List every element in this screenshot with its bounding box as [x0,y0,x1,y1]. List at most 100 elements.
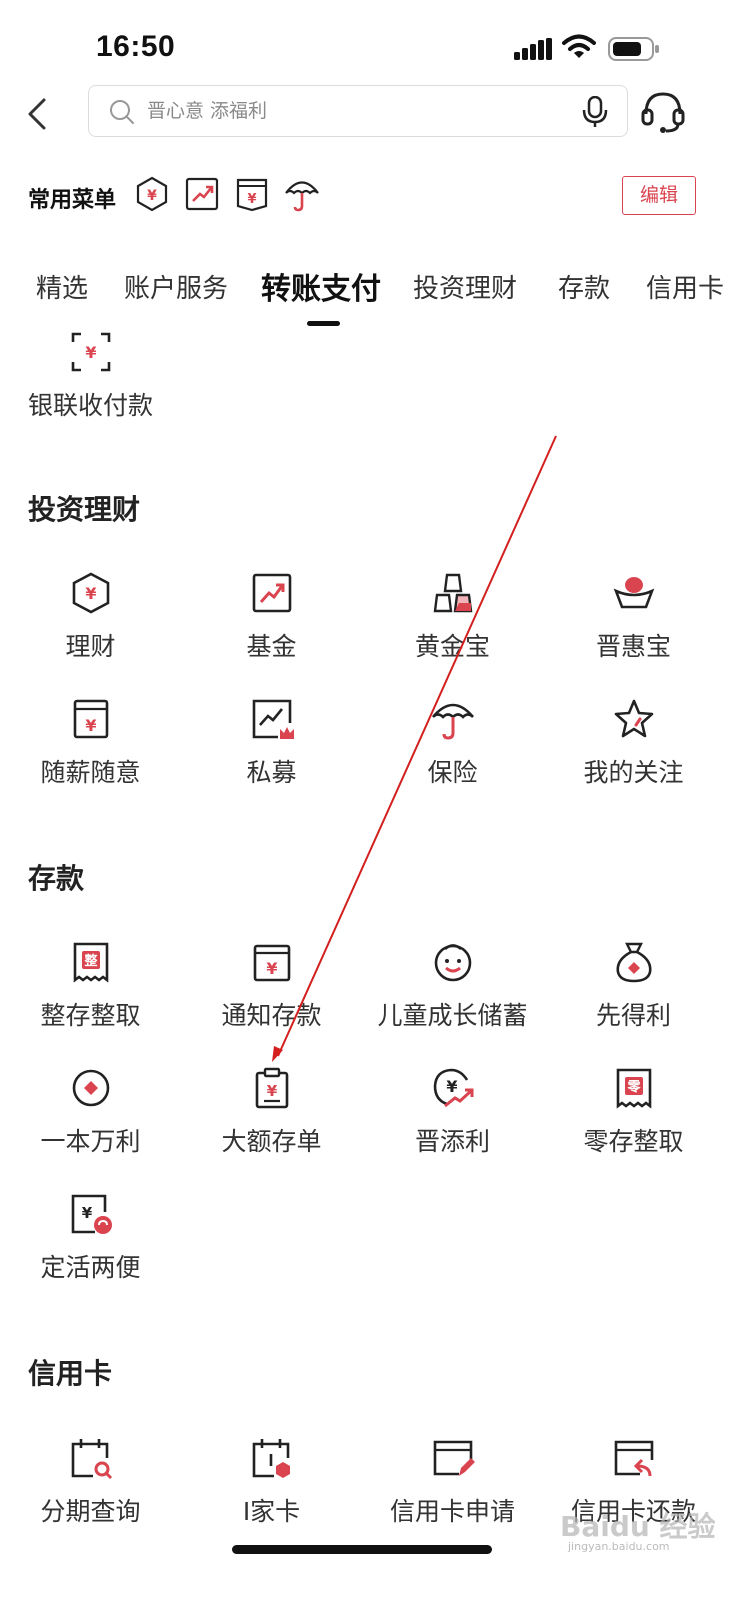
tab-deposit[interactable]: 存款 [558,274,611,304]
tab-indicator [307,321,340,326]
svg-text:整: 整 [83,953,98,969]
receipt-zero-icon: 零 [616,1068,651,1109]
menu-item-flexible[interactable]: ¥ 定活两便 [0,1192,181,1284]
wifi-icon [562,34,596,58]
yuan-growth-icon: ¥ [433,1068,473,1108]
tab-account-service[interactable]: 账户服务 [124,274,229,304]
card-pen-icon [433,1440,475,1476]
menu-item-label: 随薪随意 [40,758,141,787]
menu-item-label: 晋惠宝 [595,632,671,661]
tab-investment[interactable]: 投资理财 [413,274,518,304]
menu-item-label: 基金 [246,632,297,661]
tab-transfer-payment[interactable]: 转账支付 [261,272,381,307]
menu-item-favorites[interactable]: 我的关注 [543,697,724,789]
edit-button[interactable]: 编辑 [622,176,696,215]
section-title-credit: 信用卡 [28,1357,113,1390]
svg-text:¥: ¥ [266,1082,277,1100]
menu-item-xiandeli[interactable]: 先得利 [543,940,724,1032]
calendar-info-icon [252,1439,290,1478]
menu-item-lump-sum[interactable]: 整 整存整取 [0,940,181,1032]
menu-item-wealth[interactable]: ¥ 理财 [0,571,181,663]
menu-item-label: 分期查询 [40,1497,141,1526]
tab-credit-card[interactable]: 信用卡 [646,274,725,304]
star-icon [614,699,653,738]
home-indicator [232,1545,492,1554]
menu-item-child-saving[interactable]: 儿童成长储蓄 [362,940,543,1032]
menu-item-label: 私募 [246,758,297,787]
menu-item-label: 定活两便 [40,1253,141,1282]
menu-item-label: 信用卡申请 [389,1497,515,1526]
menu-item-label: 保险 [427,758,478,787]
box-yuan-icon: ¥ [253,944,290,982]
menu-item-salary[interactable]: ¥ 随薪随意 [0,697,181,789]
menu-item-label: 大额存单 [221,1127,322,1156]
menu-item-fund[interactable]: 基金 [181,571,362,663]
microphone-icon[interactable] [581,96,609,128]
svg-text:¥: ¥ [81,1204,92,1222]
menu-item-label: 晋添利 [414,1127,490,1156]
scan-yuan-icon: ¥ [71,332,110,372]
trend-chart-icon[interactable] [184,176,220,212]
section-title-invest: 投资理财 [28,493,141,526]
category-tabs: 精选 账户服务 转账支付 投资理财 存款 信用卡 [0,260,738,330]
menu-item-label: 整存整取 [40,1001,141,1030]
trend-chart-icon [252,573,291,613]
svg-text:¥: ¥ [85,716,96,735]
menu-item-label: I家卡 [242,1497,301,1526]
hexagon-yuan-icon[interactable]: ¥ [134,176,170,212]
wallet-yuan-icon[interactable]: ¥ [234,176,270,212]
svg-text:¥: ¥ [266,959,277,978]
menu-item-i-card[interactable]: I家卡 [181,1436,362,1528]
battery-icon [608,37,659,61]
watermark: Baidu 经验 [560,1510,716,1543]
menu-item-label: 黄金宝 [414,632,490,661]
svg-text:¥: ¥ [147,188,157,204]
umbrella-icon[interactable] [284,176,320,212]
gold-bars-icon [433,573,472,613]
watermark-url: jingyan.baidu.com [568,1540,670,1553]
menu-item-card-apply[interactable]: 信用卡申请 [362,1436,543,1528]
calendar-search-icon [71,1439,112,1480]
menu-item-label: 信用卡还款 [570,1497,696,1526]
menu-item-unionpay[interactable]: ¥ 银联收付款 [0,330,181,422]
menu-item-yibenwanli[interactable]: 一本万利 [0,1066,181,1158]
common-menu-icons: ¥ ¥ [134,176,320,212]
menu-item-private-fund[interactable]: 私募 [181,697,362,789]
menu-item-jintianli[interactable]: ¥ 晋添利 [362,1066,543,1158]
menu-item-label: 通知存款 [221,1001,322,1030]
common-menu-label: 常用菜单 [28,188,117,213]
coin-diamond-icon [72,1069,109,1107]
clipboard-yuan-icon: ¥ [255,1067,288,1109]
svg-text:零: 零 [626,1080,641,1095]
status-bar: 16:50 [0,0,738,90]
menu-item-label: 先得利 [595,1001,671,1030]
menu-item-label: 一本万利 [40,1127,141,1156]
svg-text:¥: ¥ [247,192,256,207]
tab-featured[interactable]: 精选 [36,274,89,304]
menu-item-installment-saving[interactable]: 零 零存整取 [543,1066,724,1158]
card-return-icon [614,1440,653,1477]
svg-text:¥: ¥ [85,343,96,362]
customer-service-icon[interactable] [640,90,686,134]
menu-item-label: 理财 [65,632,116,661]
search-input[interactable] [147,94,567,128]
search-icon [110,100,134,124]
child-face-icon [434,944,471,982]
menu-item-insurance[interactable]: 保险 [362,697,543,789]
hexagon-yuan-icon: ¥ [72,572,109,614]
ingot-icon [613,577,654,609]
chart-crown-icon [252,699,294,739]
svg-text:¥: ¥ [85,584,96,603]
menu-item-notice[interactable]: ¥ 通知存款 [181,940,362,1032]
menu-item-card-repay[interactable]: 信用卡还款 [543,1436,724,1528]
search-bar[interactable] [88,85,628,137]
doc-refresh-icon: ¥ [71,1194,112,1234]
wallet-yuan-icon: ¥ [73,699,108,739]
section-title-deposit: 存款 [28,862,85,895]
receipt-icon: 整 [73,942,108,983]
menu-item-gold[interactable]: 黄金宝 [362,571,543,663]
menu-item-installment-query[interactable]: 分期查询 [0,1436,181,1528]
back-button[interactable] [20,94,60,134]
menu-item-large-cd[interactable]: ¥ 大额存单 [181,1066,362,1158]
menu-item-jinhuibao[interactable]: 晋惠宝 [543,571,724,663]
